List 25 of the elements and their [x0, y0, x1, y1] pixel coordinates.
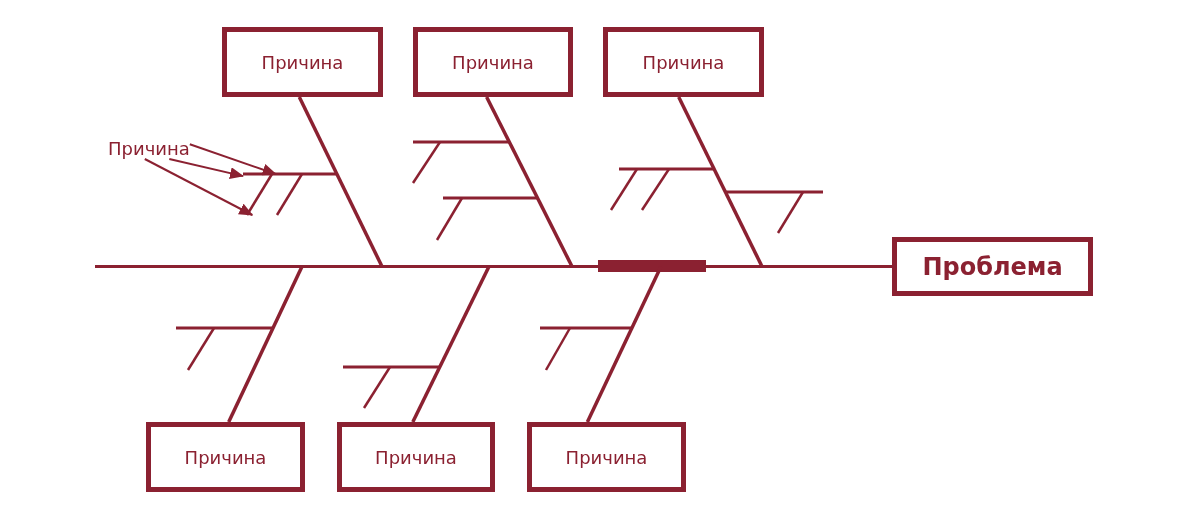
bone-line — [485, 96, 574, 268]
cause-box — [146, 422, 305, 492]
sub-bone — [243, 172, 336, 216]
cause-text: Причина — [642, 51, 725, 73]
cause-label: Причина — [108, 138, 190, 159]
spine-line — [95, 265, 892, 268]
cause-box — [337, 422, 495, 492]
arrow — [188, 143, 277, 176]
cause-text: Причина — [565, 446, 648, 468]
cause-text: Причина — [452, 51, 534, 73]
cause-box — [222, 27, 383, 97]
cause-box — [603, 27, 764, 97]
arrow — [168, 158, 244, 179]
cause-text: Причина — [375, 446, 457, 468]
problem-text: Проблема — [922, 252, 1063, 281]
cause-box — [413, 27, 573, 97]
cause-box — [527, 422, 686, 492]
arrow — [143, 158, 254, 216]
cause-text: Причина — [184, 446, 267, 468]
bone-line — [677, 96, 764, 268]
cause-text: Причина — [261, 51, 344, 73]
bone-line — [411, 265, 491, 423]
bone-line — [297, 96, 384, 268]
problem-box — [892, 237, 1093, 296]
bone-line — [227, 265, 304, 423]
